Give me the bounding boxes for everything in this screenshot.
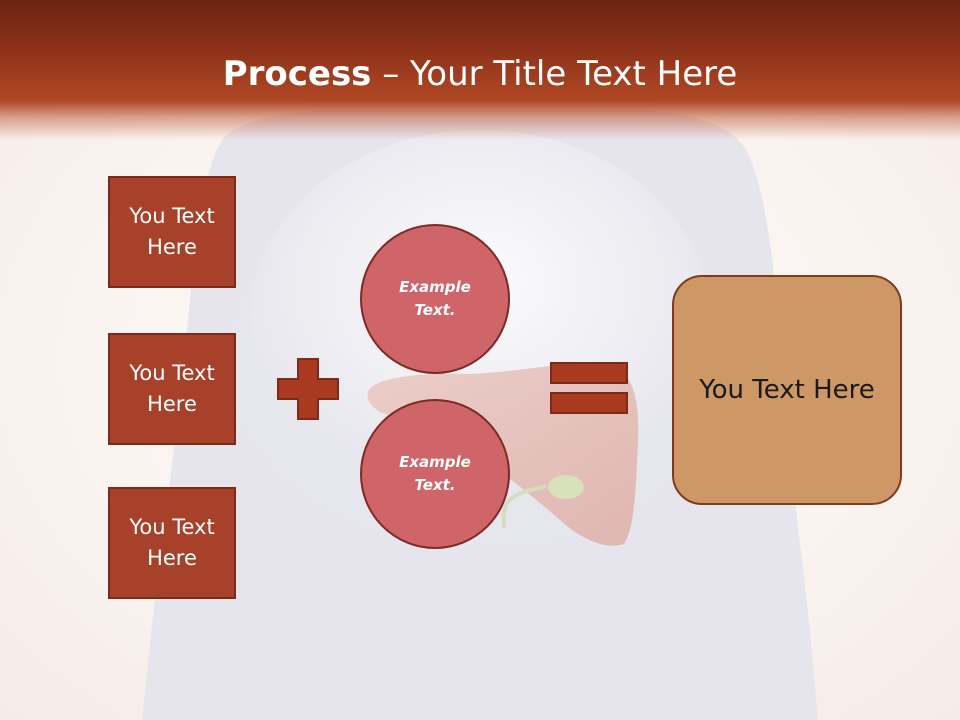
gallbladder-illustration <box>548 475 584 499</box>
circle-top[interactable]: Example Text. <box>360 224 510 374</box>
equals-icon <box>550 362 628 414</box>
title-rest: – Your Title Text Here <box>371 54 738 94</box>
circle-bottom[interactable]: Example Text. <box>360 399 510 549</box>
result-box[interactable]: You Text Here <box>672 275 902 505</box>
circle-label: Example Text. <box>399 278 471 319</box>
slide-title: Process – Your Title Text Here <box>0 52 960 96</box>
left-box-label: You Text Here <box>129 515 215 570</box>
title-bar <box>0 0 960 140</box>
left-box-3[interactable]: You Text Here <box>108 487 236 599</box>
left-box-2[interactable]: You Text Here <box>108 333 236 445</box>
result-label: You Text Here <box>699 375 875 405</box>
left-box-label: You Text Here <box>129 204 215 259</box>
left-box-label: You Text Here <box>129 361 215 416</box>
title-bold: Process <box>222 54 372 94</box>
bile-duct <box>501 484 547 529</box>
left-box-1[interactable]: You Text Here <box>108 176 236 288</box>
circle-label: Example Text. <box>399 453 471 494</box>
plus-icon <box>277 358 339 420</box>
